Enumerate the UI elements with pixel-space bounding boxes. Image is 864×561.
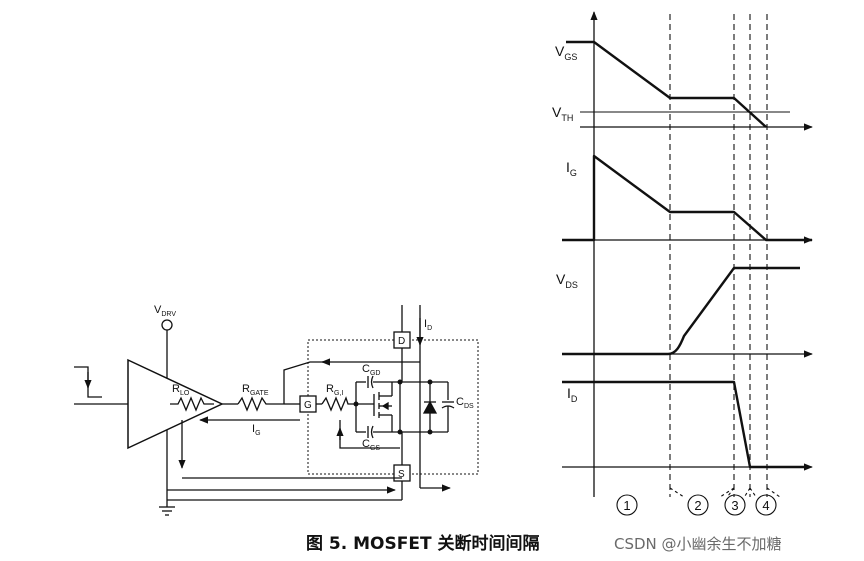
junction-dots	[353, 379, 433, 435]
g-pin-label: G	[304, 400, 312, 411]
rgate-label: RGATE	[242, 383, 269, 397]
ig-wave-label: IG	[566, 159, 577, 178]
waveform-axes	[562, 11, 813, 497]
rgi-label: RG,I	[326, 383, 343, 397]
vth-label: VTH	[552, 104, 573, 123]
interval-marker-3	[724, 494, 746, 516]
d-pin-label: D	[398, 336, 405, 347]
cds-label: CDS	[456, 396, 474, 410]
rlo-resistor	[170, 396, 214, 412]
id-wave-label: ID	[567, 385, 578, 404]
vds-label: VDS	[556, 271, 578, 290]
ig-waveform	[562, 154, 812, 242]
interval-dividers	[669, 14, 768, 497]
s-pin-label: S	[398, 469, 405, 480]
rgi-resistor	[321, 396, 356, 412]
vdrv-label: VDRV	[154, 304, 176, 318]
interval-marker-2	[687, 494, 709, 516]
body-diode	[422, 400, 438, 414]
interval-label-2: 2	[694, 498, 701, 513]
waveform-traces	[562, 40, 812, 469]
driver-amplifier	[127, 358, 224, 450]
rgate-resistor	[237, 396, 284, 412]
vgs-waveform	[566, 40, 767, 128]
figure-caption: 图 5. MOSFET 关断时间间隔	[306, 533, 539, 554]
ground-symbol	[159, 506, 175, 516]
interval-label-4: 4	[762, 498, 769, 513]
interval-marker-1	[616, 494, 638, 516]
cgs-label: CGS	[362, 438, 380, 452]
watermark-text: CSDN @小幽余生不加糖	[614, 535, 782, 553]
id-circuit-label: ID	[424, 318, 432, 332]
interval-markers	[616, 487, 781, 516]
vdrv-terminal	[161, 319, 173, 331]
interval-label-1: 1	[623, 498, 630, 513]
vds-waveform	[562, 266, 800, 356]
id-waveform	[562, 380, 808, 469]
interval-label-3: 3	[731, 498, 738, 513]
ig-circuit-label: IG	[252, 423, 261, 437]
rlo-label: RLO	[172, 383, 190, 397]
interval-marker-4	[755, 494, 777, 516]
gate-drive-circuit	[74, 305, 479, 516]
vgs-label: VGS	[555, 43, 577, 62]
cgd-label: CGD	[362, 363, 380, 377]
